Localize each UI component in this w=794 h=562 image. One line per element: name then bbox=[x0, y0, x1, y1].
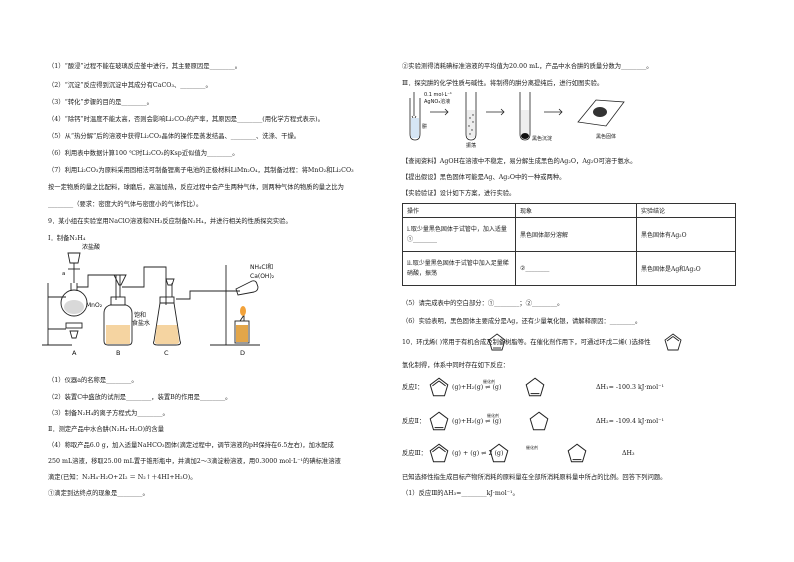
question-6-explain: （6）实验表明，黑色固体主要成分是Ag，还有少量氧化银，请解释原因：______… bbox=[402, 318, 642, 325]
question-10-stem-2: 氢化制得，体系中同时存在如下反应： bbox=[402, 362, 510, 369]
question-8-part-7-line2: 按一定物质的量之比配料，球磨后，高温加热，反应过程中会产生两种气体，则两种气体的… bbox=[48, 184, 344, 191]
table-cell: 黑色固体是Ag和Ag₂O bbox=[636, 251, 736, 286]
hypothesis: 【提出假设】黑色固体可能是Ag、Ag₂O中的一种或两种。 bbox=[402, 174, 566, 181]
reaction-2-equation: (g)+H₂(g) ⇌ (g) bbox=[452, 418, 502, 425]
label-conc-hcl: 浓盐酸 bbox=[82, 243, 100, 251]
question-9-part-1: （1）仪器a的名称是________。 bbox=[48, 377, 138, 384]
label-B: B bbox=[116, 349, 120, 357]
question-8-part-1: （1）“酸浸”过程不能在玻璃反应釜中进行，其主要原因是________。 bbox=[48, 63, 242, 70]
reaction-1-dh: ΔH₁= -100.3 kJ·mol⁻¹ bbox=[596, 384, 664, 391]
question-8-part-6: （6）利用表中数据计算100 ℃时Li₂CO₃的Ksp近似值为________。 bbox=[48, 150, 239, 157]
table-row: ii.取少量黑色固体于试管中加入足量稀硝酸，振荡 ②________ 黑色固体是… bbox=[402, 251, 736, 286]
selectivity-note: 已知选择性指生成目标产物所消耗的原料量在全部所消耗原料量中所占的比例。回答下列问… bbox=[402, 474, 667, 481]
cyclopentadiene-icon bbox=[664, 333, 682, 351]
question-8-part-4: （4）“除钙”时温度不能太高，否则会影响Li₂CO₃的产率，其原因是______… bbox=[48, 116, 324, 123]
table-cell: ②________ bbox=[515, 251, 637, 286]
label-black-solid: 黑色固体 bbox=[596, 133, 616, 140]
label-D: D bbox=[240, 349, 245, 357]
label-C: C bbox=[164, 349, 169, 357]
table-cell: 黑色固体有Ag₂O bbox=[636, 217, 736, 252]
label-brine: 食盐水 bbox=[132, 319, 150, 327]
section-2-heading: Ⅱ．测定产品中水合肼(N₂H₄·H₂O)的含量 bbox=[48, 426, 164, 433]
label-black-ppt: 黑色沉淀 bbox=[532, 135, 552, 142]
question-9-part-3: （3）制备N₂H₄的离子方程式为________。 bbox=[48, 410, 169, 417]
catalyst-label: 催化剂 bbox=[483, 379, 495, 384]
table-row: i.取少量黑色固体于试管中，加入适量①________ 黑色固体部分溶解 黑色固… bbox=[402, 217, 736, 252]
reaction-3-equation: (g) + (g) ⇌ 2 (g) bbox=[452, 450, 504, 457]
catalyst-label: 催化剂 bbox=[526, 445, 538, 450]
label-saturated: 饱和 bbox=[134, 311, 146, 319]
catalyst-label: 催化剂 bbox=[487, 413, 499, 418]
question-10-stem: 10．环戊烯( )常用于有机合成及制备树脂等。在催化剂作用下，可通过环戊二烯( … bbox=[402, 339, 651, 346]
label-a: a bbox=[62, 271, 65, 277]
section-3-heading: Ⅲ．探究肼的化学性质与碱性。将制得的肼分离提纯后，进行如图实验。 bbox=[402, 80, 604, 87]
question-9-part-4-sub1: ①滴定到达终点的现象是________。 bbox=[48, 490, 149, 497]
cyclopentadiene-icon bbox=[429, 443, 449, 463]
reaction-2-label: 反应Ⅱ： bbox=[402, 418, 426, 425]
question-10-part-1: （1）反应Ⅲ的ΔH₃=________kJ·mol⁻¹。 bbox=[402, 490, 519, 497]
cyclopentene-icon bbox=[525, 377, 545, 397]
verification-intro: 【实验验证】设计如下方案，进行实验。 bbox=[402, 190, 516, 197]
section-1-heading: Ⅰ．制备N₂H₄ bbox=[48, 235, 86, 242]
label-caoh2: Ca(OH)₂ bbox=[250, 273, 275, 280]
reaction-1-label: 反应Ⅰ： bbox=[402, 384, 424, 391]
label-shake: 振荡 bbox=[466, 142, 476, 149]
cyclopentene-icon bbox=[567, 443, 587, 463]
question-9-part-4-sub2: ②实验测得消耗碘标准溶液的平均值为20.00 mL，产品中水合肼的质量分数为__… bbox=[402, 63, 653, 70]
question-9-part-4-line2: 250 mL溶液，移取25.00 mL置于锥形瓶中，并滴加2～3滴淀粉溶液，用0… bbox=[48, 458, 341, 465]
cyclopentane-icon bbox=[529, 411, 549, 431]
question-9-part-4-line3: 滴定(已知：N₂H₄·H₂O+2I₂ ＝ N₂↑＋4HI+H₂O)。 bbox=[48, 474, 197, 481]
label-mno2: MnO₂ bbox=[86, 302, 103, 309]
reaction-3-label: 反应Ⅲ： bbox=[402, 450, 427, 457]
question-9-stem: 9．某小组在实验室用NaClO溶液和NH₃反应制备N₂H₄，并进行相关的性质探究… bbox=[48, 218, 292, 225]
table-cell: i.取少量黑色固体于试管中，加入适量①________ bbox=[402, 217, 516, 252]
table-header-row: 操作 现象 实验结论 bbox=[402, 203, 736, 218]
experiment-figure: 0.1 mol·L⁻¹ AgNO₃溶液 肼 振荡 黑色沉淀 黑色固体 bbox=[409, 92, 625, 149]
question-9-part-4-line1: （4）称取产品6.0 g，加入适量NaHCO₃固体(滴定过程中，调节溶液的pH保… bbox=[48, 442, 334, 449]
question-8-part-5: （5）从“热分解”后的溶液中获得Li₂CO₃晶体的操作是蒸发结晶、_______… bbox=[48, 133, 301, 140]
label-nh4cl: NH₄Cl和 bbox=[250, 263, 273, 271]
table-header: 实验结论 bbox=[636, 203, 736, 218]
experiment-table: 操作 现象 实验结论 i.取少量黑色固体于试管中，加入适量①________ 黑… bbox=[402, 203, 736, 286]
label-hydrazine: 肼 bbox=[422, 123, 427, 130]
label-conc: 0.1 mol·L⁻¹ bbox=[424, 92, 452, 98]
cyclopentene-icon bbox=[488, 333, 506, 351]
reaction-2-dh: ΔH₂= -109.4 kJ·mol⁻¹ bbox=[596, 418, 664, 425]
label-A: A bbox=[72, 349, 77, 357]
table-header: 现象 bbox=[515, 203, 637, 218]
table-cell: ii.取少量黑色固体于试管中加入足量稀硝酸，振荡 bbox=[402, 251, 516, 286]
question-8-part-7-line3: ________（要求：密度大的气体与密度小的气体作比）。 bbox=[48, 201, 203, 208]
question-8-part-3: （3）“转化”步骤的目的是________。 bbox=[48, 99, 153, 106]
reaction-1-equation: (g)+H₂(g) ⇌ (g) bbox=[452, 384, 502, 391]
reaction-3-dh: ΔH₃ bbox=[622, 450, 635, 457]
question-8-part-7-line1: （7）利用Li₂CO₃为原料采用固相法可制备锂离子电池的正极材料LiMn₂O₄，… bbox=[48, 167, 354, 174]
apparatus-diagram: 浓盐酸 MnO₂ a 饱和 食盐水 NH₄Cl和 Ca(OH)₂ A B C D bbox=[42, 243, 275, 357]
label-agno3: AgNO₃溶液 bbox=[424, 98, 450, 105]
question-5-fill: （5）请完成表中的空白部分：①________；②________。 bbox=[402, 300, 564, 307]
info-note: 【查阅资料】AgOH在溶液中不稳定，易分解生成黑色的Ag₂O，Ag₂O可溶于氨水… bbox=[402, 158, 637, 165]
question-9-part-2: （2）装置C中盛放的试剂是________，装置B的作用是________。 bbox=[48, 394, 232, 401]
cyclopentene-icon bbox=[429, 411, 449, 431]
cyclopentadiene-icon bbox=[429, 377, 449, 397]
table-cell: 黑色固体部分溶解 bbox=[515, 217, 637, 252]
question-8-part-2: （2）“沉淀”反应得到沉淀中其成分有CaCO₃、________。 bbox=[48, 82, 212, 89]
table-header: 操作 bbox=[402, 203, 516, 218]
cyclopentane-icon bbox=[489, 443, 509, 463]
